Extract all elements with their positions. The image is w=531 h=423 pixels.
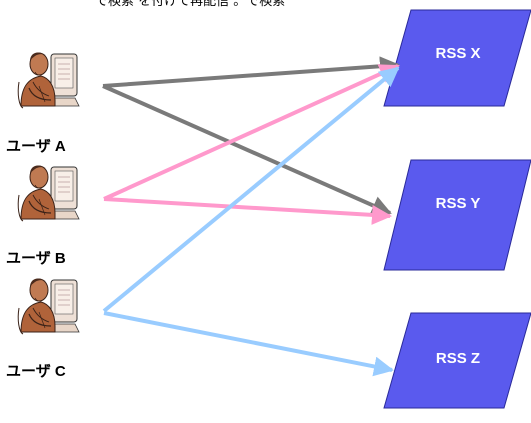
user-c-node: ユーザ C — [6, 277, 80, 380]
rss-z-shape — [383, 312, 531, 409]
user-c-label: ユーザ C — [6, 363, 66, 380]
user-b-label: ユーザ B — [6, 250, 66, 267]
rss-z-label: RSS Z — [436, 350, 480, 367]
arrow-user-a-to-rss-y — [102, 84, 392, 215]
rss-z-node: RSS Z — [383, 312, 531, 409]
user-c-icon — [17, 277, 80, 335]
arrow-user-c-to-rss-z — [103, 311, 394, 377]
rss-y-label: RSS Y — [436, 195, 481, 212]
arrow-user-a-to-rss-x — [102, 56, 400, 88]
user-b-node: ユーザ B — [6, 164, 80, 267]
rss-y-shape — [383, 159, 531, 271]
rss-x-label: RSS X — [435, 45, 480, 62]
rss-y-node: RSS Y — [383, 159, 531, 271]
rss-x-node: RSS X — [383, 9, 531, 107]
arrow-user-b-to-rss-y — [103, 197, 392, 225]
user-a-node: ユーザ A — [6, 51, 80, 155]
user-a-label: ユーザ A — [6, 138, 66, 155]
arrow-user-b-to-rss-x — [103, 64, 400, 201]
user-b-icon — [17, 164, 80, 222]
arrow-user-c-to-rss-x — [102, 66, 400, 313]
user-a-icon — [17, 51, 80, 109]
header-fragment: で検索 を付けて再配信 。で検索 — [95, 0, 285, 9]
